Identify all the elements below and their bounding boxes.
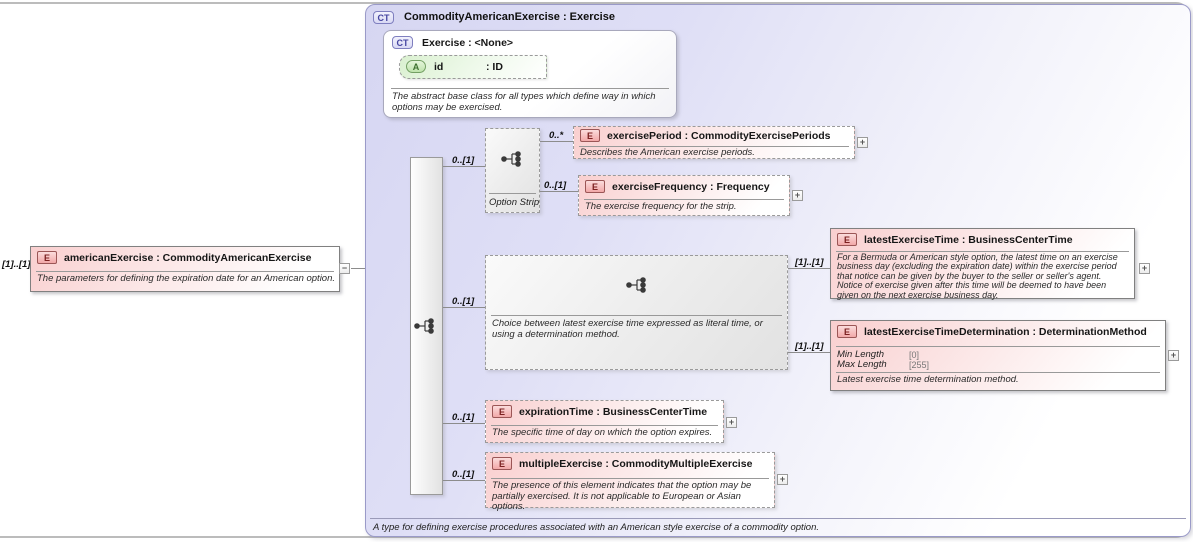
element-title: latestExerciseTime : BusinessCenterTime xyxy=(864,233,1073,246)
expand-button[interactable]: + xyxy=(792,190,803,201)
element-icon: E xyxy=(492,405,512,418)
choice-icon xyxy=(626,277,646,293)
exercisefrequency-cardinality: 0..[1] xyxy=(544,180,567,191)
connector-line xyxy=(540,141,573,142)
expand-button[interactable]: + xyxy=(857,137,868,148)
element-exercisePeriod[interactable]: E exercisePeriod : CommodityExercisePeri… xyxy=(573,126,855,159)
basetype-title: Exercise : <None> xyxy=(422,37,514,49)
choice-group[interactable]: Choice between latest exercise time expr… xyxy=(485,255,788,370)
attribute-type: : ID xyxy=(486,61,503,73)
facet-max-length-value: [255] xyxy=(909,360,930,370)
element-multipleExercise[interactable]: E multipleExercise : CommodityMultipleEx… xyxy=(485,452,775,512)
expand-button[interactable]: + xyxy=(1168,350,1179,361)
connector-line xyxy=(788,268,830,269)
divider xyxy=(491,478,769,479)
expand-button[interactable]: + xyxy=(1139,263,1150,274)
multipleexercise-cardinality: 0..[1] xyxy=(452,469,475,480)
element-description: For a Bermuda or American style option, … xyxy=(837,252,1118,300)
optionstrip-label: Option Strip xyxy=(489,197,540,208)
element-latestExerciseTimeDetermination[interactable]: E latestExerciseTimeDetermination : Dete… xyxy=(830,320,1166,391)
complextype-icon: CT xyxy=(392,36,413,49)
expand-button[interactable]: + xyxy=(726,417,737,428)
sequence-icon xyxy=(414,318,434,334)
expirationtime-cardinality: 0..[1] xyxy=(452,412,475,423)
choice-cardinality: 0..[1] xyxy=(452,296,475,307)
element-icon: E xyxy=(837,325,857,338)
element-title: multipleExercise : CommodityMultipleExer… xyxy=(519,457,753,470)
element-icon: E xyxy=(580,129,600,142)
element-description: Describes the American exercise periods. xyxy=(580,147,755,158)
element-description: The presence of this element indicates t… xyxy=(492,480,752,513)
choice-description: Choice between latest exercise time expr… xyxy=(492,318,763,340)
divider xyxy=(836,372,1160,373)
element-title: exerciseFrequency : Frequency xyxy=(612,180,770,193)
element-latestExerciseTime[interactable]: E latestExerciseTime : BusinessCenterTim… xyxy=(830,228,1135,299)
attribute-icon: A xyxy=(406,60,426,73)
divider xyxy=(391,88,669,89)
collapse-button[interactable]: − xyxy=(339,263,350,274)
divider xyxy=(836,251,1129,252)
attribute-name: id xyxy=(434,61,444,73)
optionstrip-cardinality: 0..[1] xyxy=(452,155,475,166)
element-icon: E xyxy=(37,251,57,264)
element-expirationTime[interactable]: E expirationTime : BusinessCenterTime Th… xyxy=(485,400,724,443)
connector-line xyxy=(351,268,372,269)
element-americanExercise[interactable]: E americanExercise : CommodityAmericanEx… xyxy=(30,246,340,292)
element-title: expirationTime : BusinessCenterTime xyxy=(519,405,708,418)
divider xyxy=(36,271,334,272)
connector-line xyxy=(443,307,485,308)
divider xyxy=(489,193,536,194)
divider xyxy=(584,199,784,200)
connector-line xyxy=(443,166,485,167)
connector-line xyxy=(443,480,485,481)
divider xyxy=(836,346,1160,347)
connector-line xyxy=(540,191,578,192)
connector-line xyxy=(788,352,830,353)
root-cardinality: [1]..[1] xyxy=(2,259,31,270)
container-title: CommodityAmericanExercise : Exercise xyxy=(404,11,615,23)
attribute-id[interactable]: A id : ID xyxy=(399,55,547,79)
element-title: exercisePeriod : CommodityExercisePeriod… xyxy=(607,129,831,142)
sequence-icon xyxy=(501,151,521,167)
element-title: latestExerciseTimeDetermination : Determ… xyxy=(864,325,1147,338)
element-icon: E xyxy=(837,233,857,246)
exerciseperiod-cardinality: 0..* xyxy=(549,130,564,141)
element-description: Latest exercise time determination metho… xyxy=(837,374,1019,385)
expand-button[interactable]: + xyxy=(777,474,788,485)
divider xyxy=(370,518,1186,519)
facet-max-length-label: Max Length xyxy=(837,359,887,370)
optionstrip-group[interactable]: Option Strip xyxy=(485,128,540,213)
element-icon: E xyxy=(585,180,605,193)
facet-min-length-value: [0] xyxy=(909,350,920,360)
element-icon: E xyxy=(492,457,512,470)
element-description: The exercise frequency for the strip. xyxy=(585,201,737,212)
divider xyxy=(491,315,782,316)
complextype-icon: CT xyxy=(373,11,394,24)
basetype-description: The abstract base class for all types wh… xyxy=(392,91,656,113)
connector-line xyxy=(443,423,485,424)
element-title: americanExercise : CommodityAmericanExer… xyxy=(64,251,312,264)
container-footer-description: A type for defining exercise procedures … xyxy=(373,522,820,533)
facet-min-length-label: Min Length xyxy=(837,349,885,360)
element-exerciseFrequency[interactable]: E exerciseFrequency : Frequency The exer… xyxy=(578,175,790,216)
element-description: The specific time of day on which the op… xyxy=(492,427,713,438)
element-description: The parameters for defining the expirati… xyxy=(37,273,336,284)
divider xyxy=(579,146,849,147)
basetype-Exercise[interactable]: CT Exercise : <None> A id : ID The abstr… xyxy=(383,30,677,118)
latestexercisetime-cardinality: [1]..[1] xyxy=(795,257,824,268)
latestexercisetimedetermination-cardinality: [1]..[1] xyxy=(795,341,824,352)
divider xyxy=(491,425,718,426)
